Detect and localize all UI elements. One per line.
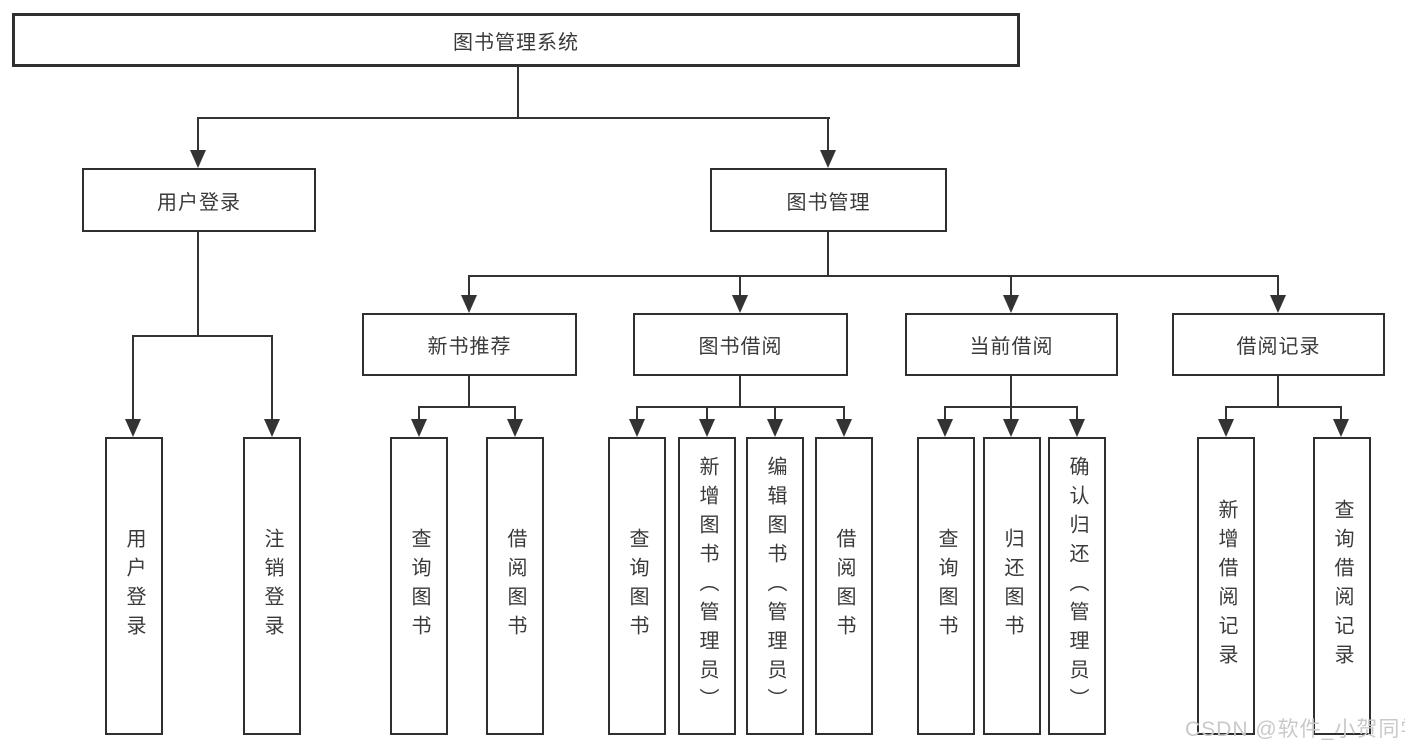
arrow-down-icon [125, 419, 141, 437]
arrow-down-icon [767, 419, 783, 437]
leaf-query-books-recommend: 查询图书 [390, 437, 448, 735]
connector-hline [637, 406, 845, 408]
leaf-edit-book-admin: 编辑图书（管理员） [746, 437, 804, 735]
connector-hline [469, 275, 1279, 277]
connector-vline [418, 406, 420, 422]
connector-hline [198, 117, 830, 119]
leaf-borrow-books-recommend: 借阅图书 [486, 437, 544, 735]
connector-vline [1277, 376, 1279, 406]
node-new-book-recommend: 新书推荐 [362, 313, 577, 376]
connector-vline [843, 406, 845, 422]
arrow-down-icon [190, 150, 206, 168]
connector-vline [774, 406, 776, 422]
leaf-user-login: 用户登录 [105, 437, 163, 735]
connector-vline [197, 117, 199, 152]
leaf-confirm-return-admin: 确认归还（管理员） [1048, 437, 1106, 735]
leaf-logout: 注销登录 [243, 437, 301, 735]
leaf-borrow-books: 借阅图书 [815, 437, 873, 735]
leaf-add-borrow-record: 新增借阅记录 [1197, 437, 1255, 735]
connector-hline [419, 406, 516, 408]
connector-vline [514, 406, 516, 422]
arrow-down-icon [411, 419, 427, 437]
arrow-down-icon [1069, 419, 1085, 437]
connector-vline [1010, 406, 1012, 422]
arrow-down-icon [507, 419, 523, 437]
arrow-down-icon [820, 150, 836, 168]
leaf-query-books-borrow: 查询图书 [608, 437, 666, 735]
arrow-down-icon [699, 419, 715, 437]
arrow-down-icon [732, 295, 748, 313]
node-library-system-root: 图书管理系统 [12, 13, 1020, 67]
connector-vline [739, 275, 741, 297]
connector-vline [132, 335, 134, 421]
connector-vline [706, 406, 708, 422]
connector-vline [1076, 406, 1078, 422]
node-user-login: 用户登录 [82, 168, 316, 232]
arrow-down-icon [264, 419, 280, 437]
connector-vline [944, 406, 946, 422]
node-borrowing-records: 借阅记录 [1172, 313, 1385, 376]
connector-vline [1225, 406, 1227, 422]
connector-vline [271, 335, 273, 421]
connector-vline [827, 117, 829, 152]
arrow-down-icon [1218, 419, 1234, 437]
connector-vline [468, 275, 470, 297]
node-book-management: 图书管理 [710, 168, 947, 232]
arrow-down-icon [629, 419, 645, 437]
arrow-down-icon [836, 419, 852, 437]
connector-vline [827, 232, 829, 275]
node-current-borrowing: 当前借阅 [905, 313, 1118, 376]
connector-vline [1277, 275, 1279, 297]
connector-vline [739, 376, 741, 406]
node-book-borrowing: 图书借阅 [633, 313, 848, 376]
leaf-query-books-current: 查询图书 [917, 437, 975, 735]
leaf-return-books: 归还图书 [983, 437, 1041, 735]
connector-vline [517, 67, 519, 117]
connector-vline [1340, 406, 1342, 422]
connector-vline [468, 376, 470, 406]
arrow-down-icon [1333, 419, 1349, 437]
connector-vline [1010, 376, 1012, 406]
leaf-add-book-admin: 新增图书（管理员） [678, 437, 736, 735]
arrow-down-icon [461, 295, 477, 313]
connector-vline [636, 406, 638, 422]
arrow-down-icon [1003, 419, 1019, 437]
arrow-down-icon [937, 419, 953, 437]
csdn-watermark: CSDN @软件_小贺同学 [1185, 718, 1405, 741]
leaf-query-borrow-record: 查询借阅记录 [1313, 437, 1371, 735]
connector-vline [197, 232, 199, 335]
connector-hline [133, 335, 273, 337]
connector-hline [1226, 406, 1341, 408]
arrow-down-icon [1270, 295, 1286, 313]
arrow-down-icon [1003, 295, 1019, 313]
connector-vline [1010, 275, 1012, 297]
